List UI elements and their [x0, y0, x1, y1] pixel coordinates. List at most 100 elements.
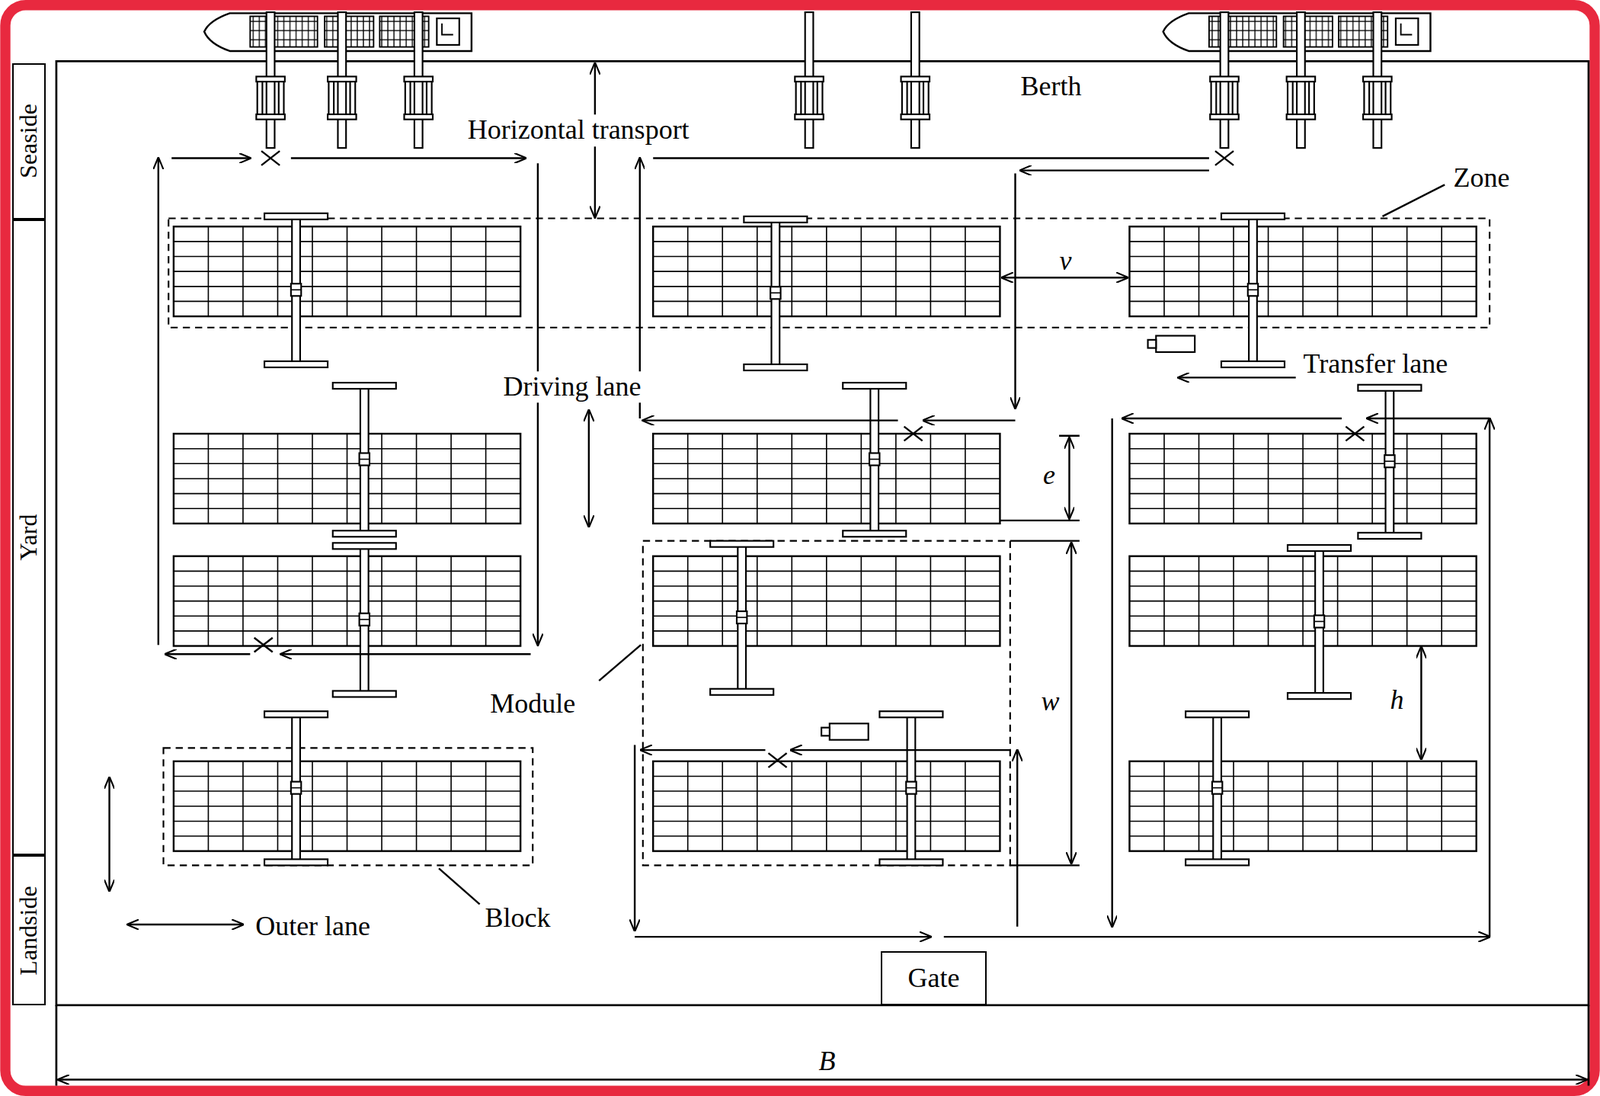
yard-block [652, 226, 1000, 317]
leader-line [438, 867, 480, 904]
lane-arrow [1178, 376, 1296, 378]
crossing-mark [1345, 426, 1364, 442]
band-label-box: Seaside [12, 63, 46, 220]
yard-block [1129, 761, 1476, 852]
dimension-arrow [1001, 276, 1128, 279]
lane-arrow [1366, 417, 1490, 420]
yard-block [173, 761, 521, 852]
dimension-arrow [1070, 542, 1072, 863]
lane-arrow [634, 935, 931, 938]
terminal-boundary [56, 1004, 1589, 1086]
dimension-arrow [1068, 437, 1070, 519]
lane-arrow [165, 652, 250, 655]
leader-line [1382, 184, 1446, 217]
yard-crane [332, 382, 397, 537]
lane-line [652, 156, 1210, 159]
yard-block [173, 556, 521, 647]
lane-label: Transfer lane [1301, 348, 1451, 380]
callout-label: Module [487, 688, 578, 720]
band-label: Yard [16, 514, 43, 561]
yard-block [652, 761, 1000, 852]
dimension-arrow [1420, 646, 1422, 759]
lane-arrow [280, 652, 531, 655]
quay-crane [901, 12, 930, 148]
quay-crane [403, 12, 432, 148]
dimension-arrow [108, 777, 110, 891]
truck-cab [1148, 339, 1157, 349]
callout-label: Zone [1450, 163, 1512, 195]
truck-cab [821, 727, 830, 736]
yard-crane [264, 213, 328, 368]
zone-outline [168, 218, 1490, 328]
crossing-mark [904, 426, 923, 442]
yard-crane [879, 710, 943, 865]
lane-arrow [944, 935, 1490, 938]
lane-arrow [537, 163, 539, 645]
dimension-symbol: e [1040, 459, 1058, 491]
band-label: Landside [16, 885, 43, 975]
lane-arrow [1111, 418, 1114, 927]
lane-arrow [1488, 418, 1491, 937]
module-outline [643, 540, 1011, 866]
lane-arrow [633, 744, 636, 931]
lane-arrow [643, 419, 899, 421]
terminal-boundary [56, 60, 1589, 1005]
area-label: Berth [1018, 70, 1085, 103]
dimension-label: Horizontal transport [465, 115, 692, 147]
dimension-symbol: w [1038, 686, 1062, 718]
yard-crane [710, 540, 774, 695]
lane-arrow [923, 419, 1016, 421]
yard-crane [1185, 710, 1249, 865]
band-label: Seaside [16, 104, 43, 180]
yard-block [652, 556, 1000, 647]
crossing-mark [261, 150, 280, 166]
lane-arrow [171, 156, 250, 159]
band-label-box: Landside [12, 854, 46, 1005]
yard-crane [743, 216, 807, 371]
yard-block [652, 433, 1000, 524]
truck-body [1155, 336, 1195, 352]
crossing-mark [768, 752, 787, 768]
dimension-symbol: h [1387, 684, 1406, 716]
lane-arrow [291, 156, 526, 159]
yard-crane [1357, 384, 1421, 539]
lane-label: Outer lane [252, 910, 373, 942]
quay-crane [1363, 12, 1392, 148]
band-label-box: Yard [12, 219, 46, 855]
lane-arrow [1016, 749, 1018, 927]
yard-crane [332, 542, 397, 697]
dimension-label: Driving lane [501, 371, 644, 403]
lane-arrow [640, 748, 765, 751]
lane-arrow [157, 158, 160, 646]
yard-crane [1287, 544, 1351, 699]
lane-arrow [1014, 173, 1016, 409]
yard-block [173, 226, 521, 317]
quay-crane [1209, 12, 1239, 148]
yard-block [1129, 433, 1476, 524]
dimension-arrow [58, 1078, 1588, 1080]
yard-block [173, 433, 521, 524]
yard-crane [1221, 213, 1285, 368]
gate-label: Gate [907, 963, 960, 994]
yard-crane [264, 710, 328, 865]
quay-crane [1286, 12, 1316, 148]
quay-crane [327, 12, 356, 148]
gate-box: Gate [880, 950, 987, 1005]
yard-crane [842, 382, 906, 537]
block-outline-dashed [163, 747, 534, 865]
crossing-mark [1215, 150, 1234, 166]
dimension-symbol: B [816, 1045, 838, 1077]
lane-arrow [790, 748, 1011, 751]
truck-body [829, 723, 869, 740]
yard-block [1129, 556, 1476, 647]
leader-line [598, 644, 641, 681]
quay-crane [256, 12, 285, 148]
extension-line [1010, 540, 1080, 866]
callout-label: Block [482, 902, 553, 935]
dimension-arrow [128, 923, 244, 925]
crossing-mark [254, 637, 273, 653]
lane-arrow [1020, 169, 1210, 171]
